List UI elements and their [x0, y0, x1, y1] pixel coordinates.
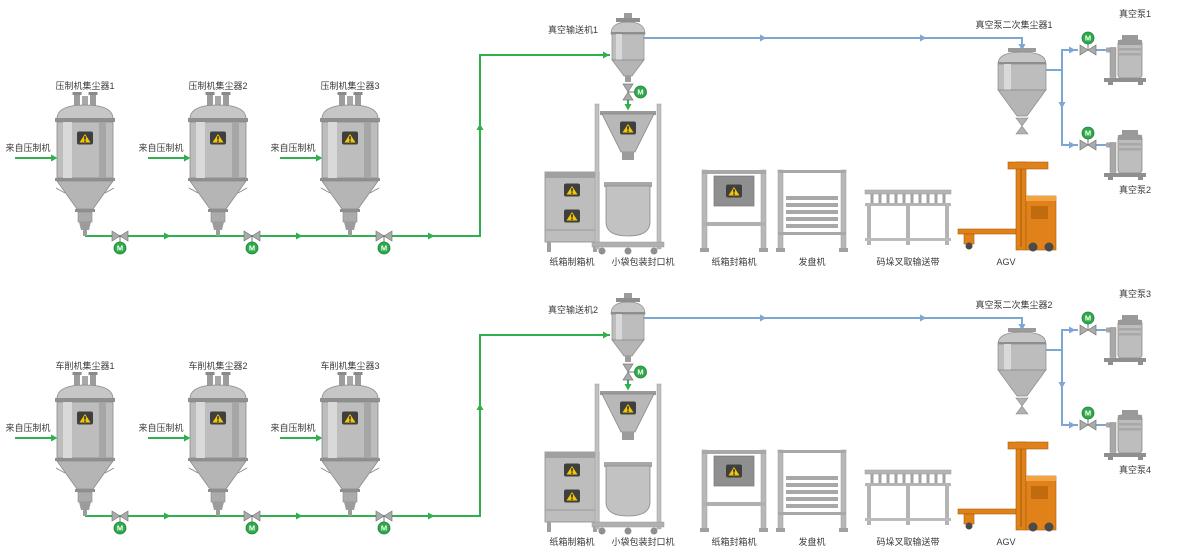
- green-pipe-network: [15, 54, 629, 237]
- green-pipe-network: [15, 334, 629, 517]
- line-2-labels: 车削机集尘器1 车削机集尘器2 车削机集尘器3 来自压制机 来自压制机 来自压制…: [5, 288, 1151, 547]
- vacuum-pump-2[interactable]: [1103, 409, 1147, 461]
- secondary-dust-collector[interactable]: [997, 327, 1047, 415]
- equipment-label-carton-forming: 纸箱制箱机: [549, 256, 594, 267]
- vacuum-conveyor[interactable]: [610, 292, 646, 363]
- carton-forming-machine[interactable]: [545, 172, 599, 252]
- palletizing-conveyor[interactable]: [863, 468, 953, 527]
- source-label-1: 来自压制机: [5, 422, 50, 433]
- vacuum-conveyor[interactable]: [610, 12, 646, 83]
- agv-forklift[interactable]: [957, 161, 1057, 253]
- equipment-label-tray-dispenser: 发盘机: [798, 536, 825, 547]
- source-label-2: 来自压制机: [138, 142, 183, 153]
- equipment-label-palletizing-conveyor: 码垛叉取输送带: [876, 256, 939, 267]
- vacuum-pump-2[interactable]: [1103, 129, 1147, 181]
- secondary-collector-label: 真空泵二次集尘器1: [975, 19, 1052, 30]
- discharge-valve-2[interactable]: [244, 511, 260, 534]
- dust-collector-3[interactable]: [320, 92, 380, 236]
- line-1-labels: 压制机集尘器1 压制机集尘器2 压制机集尘器3 来自压制机 来自压制机 来自压制…: [5, 8, 1151, 267]
- production-line-1: 压制机集尘器1 压制机集尘器2 压制机集尘器3 来自压制机 来自压制机 来自压制…: [5, 8, 1151, 267]
- equipment-label-carton-sealing: 纸箱封箱机: [711, 256, 756, 267]
- source-label-1: 来自压制机: [5, 142, 50, 153]
- equipment-label-palletizing-conveyor: 码垛叉取输送带: [876, 536, 939, 547]
- source-label-3: 来自压制机: [270, 142, 315, 153]
- discharge-valve-2[interactable]: [244, 231, 260, 254]
- pump-valve-2[interactable]: [1080, 127, 1096, 150]
- vacuum-conveyor-label: 真空输送机2: [548, 304, 598, 315]
- agv-forklift[interactable]: [957, 441, 1057, 533]
- vacuum-pump-1[interactable]: [1103, 34, 1147, 86]
- pump-valve-2[interactable]: [1080, 407, 1096, 430]
- tray-dispenser[interactable]: [775, 449, 849, 533]
- tray-dispenser[interactable]: [775, 169, 849, 253]
- collector-3-label: 压制机集尘器3: [320, 80, 379, 91]
- collector-1-label: 压制机集尘器1: [55, 80, 114, 91]
- dust-collector-2[interactable]: [188, 92, 248, 236]
- equipment-label-agv: AGV: [996, 257, 1015, 267]
- carton-sealing-machine[interactable]: [700, 450, 768, 532]
- equipment-label-tray-dispenser: 发盘机: [798, 256, 825, 267]
- dust-collector-1[interactable]: [55, 92, 115, 236]
- equipment-label-carton-forming: 纸箱制箱机: [549, 536, 594, 547]
- vacuum-pump-1[interactable]: [1103, 314, 1147, 366]
- pump-valve-1[interactable]: [1080, 32, 1096, 55]
- discharge-valve-1[interactable]: [112, 231, 128, 254]
- dust-collector-2[interactable]: [188, 372, 248, 516]
- secondary-collector-label: 真空泵二次集尘器2: [975, 299, 1052, 310]
- equipment-label-carton-sealing: 纸箱封箱机: [711, 536, 756, 547]
- dust-collector-3[interactable]: [320, 372, 380, 516]
- vacuum-pump-4-label: 真空泵4: [1119, 464, 1151, 475]
- carton-sealing-machine[interactable]: [700, 170, 768, 252]
- pump-valve-1[interactable]: [1080, 312, 1096, 335]
- equipment-label-bag-packing: 小袋包装封口机: [611, 256, 674, 267]
- dust-collector-1[interactable]: [55, 372, 115, 516]
- palletizing-conveyor[interactable]: [863, 188, 953, 247]
- conveyor-discharge-valve[interactable]: [623, 84, 647, 100]
- collector-2-label: 车削机集尘器2: [188, 360, 247, 371]
- vacuum-conveyor-label: 真空输送机1: [548, 24, 598, 35]
- collector-2-label: 压制机集尘器2: [188, 80, 247, 91]
- equipment-label-bag-packing: 小袋包装封口机: [611, 536, 674, 547]
- source-label-3: 来自压制机: [270, 422, 315, 433]
- source-label-2: 来自压制机: [138, 422, 183, 433]
- equipment-label-agv: AGV: [996, 537, 1015, 547]
- bag-packing-machine[interactable]: [592, 384, 664, 535]
- vacuum-pump-3-label: 真空泵3: [1119, 288, 1151, 299]
- production-line-2: 车削机集尘器1 车削机集尘器2 车削机集尘器3 来自压制机 来自压制机 来自压制…: [5, 288, 1151, 547]
- vacuum-pump-2-label: 真空泵2: [1119, 184, 1151, 195]
- collector-1-label: 车削机集尘器1: [55, 360, 114, 371]
- discharge-valve-1[interactable]: [112, 511, 128, 534]
- bag-packing-machine[interactable]: [592, 104, 664, 255]
- discharge-valve-3[interactable]: [376, 511, 392, 534]
- carton-forming-machine[interactable]: [545, 452, 599, 532]
- secondary-dust-collector[interactable]: [997, 47, 1047, 135]
- discharge-valve-3[interactable]: [376, 231, 392, 254]
- vacuum-pump-1-label: 真空泵1: [1119, 8, 1151, 19]
- collector-3-label: 车削机集尘器3: [320, 360, 379, 371]
- conveyor-discharge-valve[interactable]: [623, 364, 647, 380]
